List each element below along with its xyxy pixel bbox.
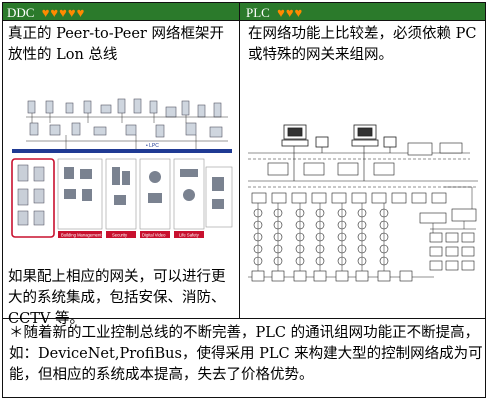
ddc-integration-note: 如果配上相应的网关，可以进行更大的系统集成，包括安保、消防、CCTV 等。: [8, 269, 226, 327]
diagram-label-life-safety: Life Safety: [179, 233, 200, 238]
lon-network-diagram: • LPC: [11, 98, 233, 238]
summary-note: ＊随着新的工业控制总线的不断完善，PLC 的通讯组网功能正不断提高，如：Devi…: [9, 325, 483, 383]
diagram-label-digital-video: Digital Video: [142, 233, 166, 238]
diagram-label-security: Security: [112, 233, 128, 238]
ddc-title: DDC: [7, 5, 35, 20]
ddc-cell: 真正的 Peer-to-Peer 网络框架开放性的 Lon 总线: [2, 21, 240, 327]
ddc-rating-hearts: ♥♥♥♥♥: [41, 5, 86, 20]
diagram-label-building-management: Building Management: [61, 233, 102, 238]
plc-title: PLC: [246, 5, 270, 20]
ddc-description: 真正的 Peer-to-Peer 网络框架开放性的 Lon 总线: [8, 26, 224, 63]
ddc-header: DDC ♥♥♥♥♥: [2, 2, 240, 21]
plc-network-diagram: [248, 124, 478, 282]
plc-rating-hearts: ♥♥♥: [277, 5, 304, 20]
plc-header: PLC ♥♥♥: [240, 2, 486, 21]
svg-text:• LPC: • LPC: [146, 143, 159, 149]
plc-description: 在网络功能上比较差，必须依赖 PC 或特殊的网关来组网。: [248, 26, 477, 63]
summary-cell: ＊随着新的工业控制总线的不断完善，PLC 的通讯组网功能正不断提高，如：Devi…: [2, 319, 486, 398]
plc-cell: 在网络功能上比较差，必须依赖 PC 或特殊的网关来组网。: [240, 21, 486, 319]
